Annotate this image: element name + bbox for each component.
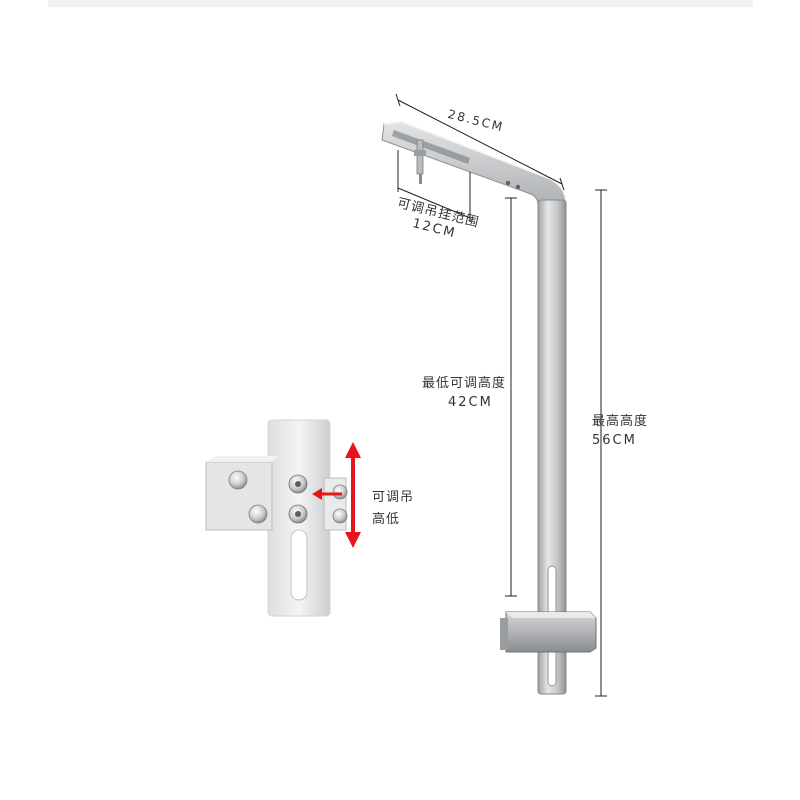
hanger-bolt	[416, 139, 424, 175]
adjust-height-line2: 高低	[372, 512, 401, 527]
detail-view	[205, 419, 361, 617]
adjust-height-label: 可调吊 高低	[372, 490, 414, 528]
adjust-arrows	[312, 442, 361, 548]
max-height-label: 最高高度 56CM	[592, 414, 648, 449]
min-height-label: 最低可调高度 42CM	[422, 376, 506, 411]
top-band	[48, 0, 753, 7]
glass-clamp	[500, 611, 597, 653]
min-height-title: 最低可调高度	[422, 376, 507, 391]
min-height-value: 42CM	[448, 395, 493, 410]
bracket-vertical-bar	[537, 199, 567, 695]
bracket	[381, 121, 597, 695]
adjust-height-line1: 可调吊	[372, 490, 415, 505]
max-height-title: 最高高度	[592, 414, 649, 429]
dimension-lines	[395, 93, 607, 697]
max-height-value: 56CM	[592, 433, 637, 448]
